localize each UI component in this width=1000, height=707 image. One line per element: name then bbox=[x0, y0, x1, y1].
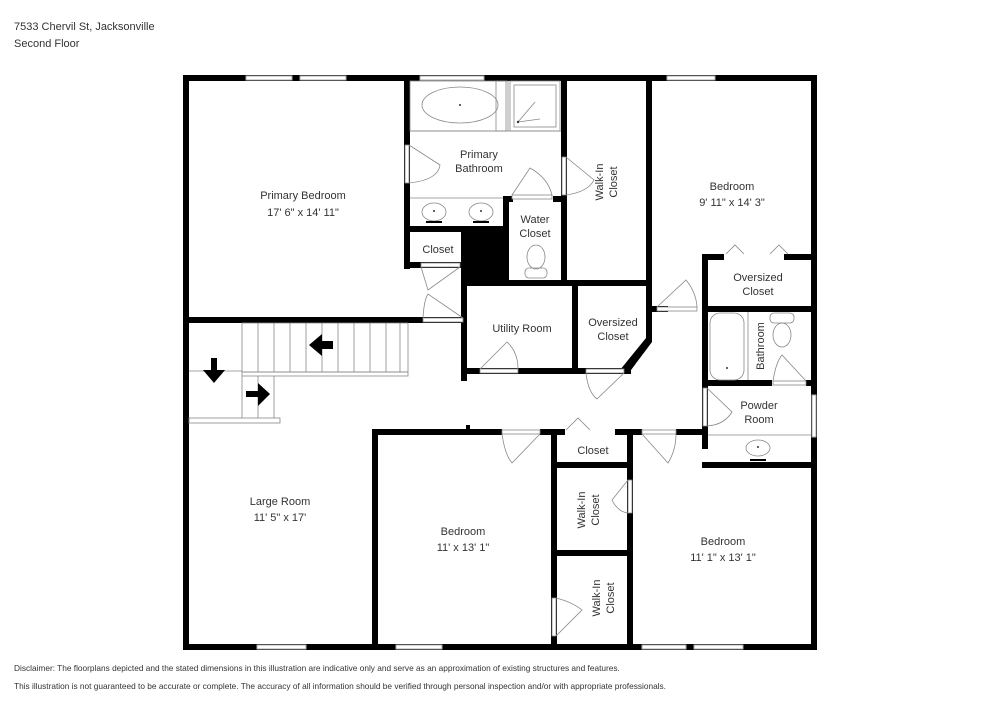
door-icon bbox=[404, 144, 441, 184]
room-primary-bathroom: Primary Bathroom bbox=[455, 149, 503, 175]
svg-text:9' 11" x 14' 3": 9' 11" x 14' 3" bbox=[699, 197, 765, 209]
svg-text:Primary Bedroom: Primary Bedroom bbox=[260, 190, 346, 202]
svg-text:Closet: Closet bbox=[422, 244, 453, 256]
svg-text:Bedroom: Bedroom bbox=[441, 526, 486, 538]
svg-text:Water: Water bbox=[521, 214, 550, 226]
door-icon bbox=[725, 244, 745, 255]
svg-text:Walk-In: Walk-In bbox=[576, 492, 588, 529]
room-bathroom: Bathroom bbox=[755, 322, 767, 370]
room-walk-in-closet-primary: Walk-In Closet bbox=[594, 164, 620, 201]
svg-text:Primary: Primary bbox=[460, 149, 498, 161]
room-water-closet: Water Closet bbox=[519, 214, 550, 240]
stairs-icon bbox=[188, 322, 409, 424]
svg-text:Utility Room: Utility Room bbox=[492, 323, 551, 335]
window-icon bbox=[245, 75, 293, 81]
svg-text:Closet: Closet bbox=[608, 166, 620, 197]
svg-text:Closet: Closet bbox=[577, 445, 608, 457]
sink-icon bbox=[468, 202, 494, 223]
window-icon bbox=[299, 75, 347, 81]
room-bedroom-se: Bedroom 11' 1" x 13' 1" bbox=[690, 536, 756, 564]
window-icon bbox=[395, 644, 443, 650]
svg-text:Bedroom: Bedroom bbox=[701, 536, 746, 548]
door-icon bbox=[641, 429, 677, 464]
svg-text:Bedroom: Bedroom bbox=[710, 181, 755, 193]
svg-text:11' x 13' 1": 11' x 13' 1" bbox=[437, 542, 490, 554]
arrow-down-icon bbox=[203, 358, 225, 383]
window-icon bbox=[256, 644, 307, 650]
room-large-room: Large Room 11' 5" x 17' bbox=[250, 496, 311, 524]
room-oversized-closet-center: Oversized Closet bbox=[588, 317, 638, 343]
interior-walls bbox=[183, 75, 817, 650]
svg-text:Closet: Closet bbox=[605, 582, 617, 613]
shower-icon bbox=[509, 80, 561, 132]
door-icon bbox=[479, 341, 519, 374]
svg-text:Walk-In: Walk-In bbox=[591, 580, 603, 617]
room-utility-room: Utility Room bbox=[492, 323, 551, 335]
room-primary-bedroom: Primary Bedroom 17' 6" x 14' 11" bbox=[260, 190, 346, 219]
svg-text:11' 1" x 13' 1": 11' 1" x 13' 1" bbox=[690, 552, 756, 564]
door-icon bbox=[551, 597, 583, 637]
room-bedroom-s: Bedroom 11' x 13' 1" bbox=[437, 526, 490, 554]
window-icon bbox=[693, 644, 744, 650]
svg-text:11' 5" x 17': 11' 5" x 17' bbox=[254, 512, 307, 524]
door-icon bbox=[501, 429, 541, 464]
sink-icon bbox=[745, 439, 771, 461]
door-icon bbox=[565, 417, 591, 431]
svg-text:Closet: Closet bbox=[519, 228, 550, 240]
svg-text:Closet: Closet bbox=[742, 286, 773, 298]
windows bbox=[245, 75, 817, 650]
window-icon bbox=[811, 394, 817, 438]
toilet-icon bbox=[769, 312, 795, 348]
bathtub-icon bbox=[409, 80, 507, 132]
room-oversized-closet-ne: Oversized Closet bbox=[733, 272, 783, 298]
sink-icon bbox=[421, 202, 447, 223]
arrow-left-icon bbox=[309, 334, 333, 356]
property-address: 7533 Chervil St, Jacksonville bbox=[14, 21, 155, 33]
window-icon bbox=[666, 75, 716, 81]
door-icon bbox=[611, 479, 633, 514]
door-icon bbox=[511, 167, 553, 200]
svg-text:Closet: Closet bbox=[590, 494, 602, 525]
svg-text:Powder: Powder bbox=[740, 400, 778, 412]
door-icon bbox=[656, 279, 698, 312]
floor-label: Second Floor bbox=[14, 38, 80, 50]
room-hall-closet: Closet bbox=[577, 445, 608, 457]
svg-text:Closet: Closet bbox=[597, 331, 628, 343]
door-icon bbox=[772, 354, 807, 386]
door-icon bbox=[769, 244, 789, 255]
door-icon bbox=[702, 387, 733, 427]
outer-walls bbox=[183, 75, 817, 650]
bathtub-icon bbox=[709, 312, 749, 381]
door-icon bbox=[422, 293, 464, 323]
svg-text:Bathroom: Bathroom bbox=[455, 163, 503, 175]
room-powder-room: Powder Room bbox=[740, 400, 778, 426]
arrow-right-icon bbox=[246, 383, 270, 406]
window-icon bbox=[641, 644, 687, 650]
doors bbox=[404, 144, 807, 637]
room-bedroom-ne: Bedroom 9' 11" x 14' 3" bbox=[699, 181, 765, 209]
door-icon bbox=[585, 368, 625, 400]
room-primary-closet: Closet bbox=[422, 244, 453, 256]
door-icon bbox=[420, 262, 461, 291]
room-walk-in-closet-2: Walk-In Closet bbox=[591, 580, 617, 617]
room-walk-in-closet-1: Walk-In Closet bbox=[576, 492, 602, 529]
disclaimer-line-1: Disclaimer: The floorplans depicted and … bbox=[14, 663, 620, 673]
svg-text:Walk-In: Walk-In bbox=[594, 164, 606, 201]
svg-text:Oversized: Oversized bbox=[733, 272, 783, 284]
svg-text:Oversized: Oversized bbox=[588, 317, 638, 329]
toilet-icon bbox=[524, 244, 548, 279]
svg-text:Bathroom: Bathroom bbox=[755, 322, 767, 370]
svg-text:Room: Room bbox=[744, 414, 773, 426]
door-icon bbox=[561, 156, 595, 196]
window-icon bbox=[419, 75, 485, 81]
svg-text:17' 6" x 14' 11": 17' 6" x 14' 11" bbox=[267, 207, 339, 219]
disclaimer-line-2: This illustration is not guaranteed to b… bbox=[14, 681, 666, 691]
svg-text:Large Room: Large Room bbox=[250, 496, 311, 508]
